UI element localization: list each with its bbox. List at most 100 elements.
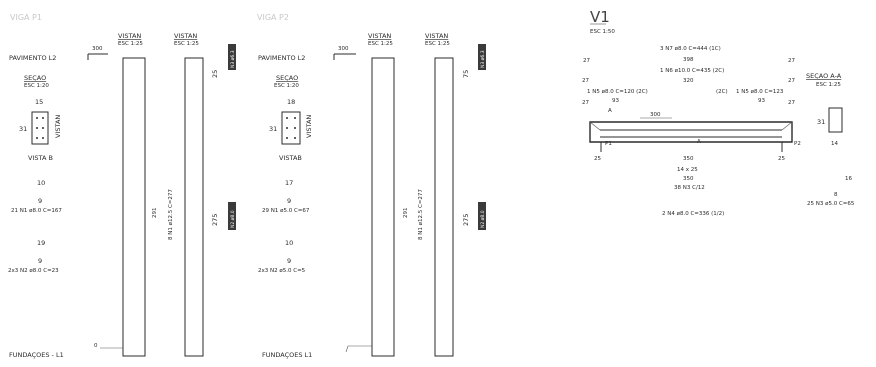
p1-tag-top-num: 25	[211, 70, 219, 78]
p2-vista1-scale: ESC 1:25	[368, 41, 393, 47]
beam-section-rect	[828, 107, 843, 133]
beam-right-bar: 1 N5 ø8.0 C=123	[736, 89, 784, 95]
svg-text:N3 ø6.3: N3 ø6.3	[230, 50, 236, 68]
beam-secao-w: 14	[831, 141, 838, 147]
p2-bar2: 2x3 N2 ø5.0 C=5	[258, 268, 306, 274]
p1-level-top-marker	[87, 53, 108, 60]
beam-secao-side: 31	[817, 118, 825, 126]
svg-text:N2 ø8.0: N2 ø8.0	[230, 210, 236, 228]
p1-mid-label: 8 N1 ø12.5 C=277	[168, 189, 174, 240]
p2-secao-title: SEÇAO	[276, 74, 298, 82]
header-middle: VIGA P2	[257, 13, 289, 22]
beam-secao-d: 16	[845, 176, 852, 182]
p1-tag-top	[228, 44, 236, 70]
p1-d2b: 9	[38, 257, 42, 265]
p2-tag-mid-num: 275	[462, 214, 470, 226]
p1-d2: 19	[37, 239, 45, 247]
p1-mid-num: 291	[152, 208, 158, 219]
p2-level-top-marker	[333, 53, 356, 60]
beam-stirrup-len: 350	[683, 176, 694, 182]
p1-vista2-title: VISTAN	[174, 32, 197, 40]
p1-tag-mid	[228, 202, 236, 230]
beam-stirrup-dim: 14 x 25	[677, 167, 698, 173]
beam-mid-len: 320	[683, 78, 694, 84]
p1-vista-bottom: VISTA B	[28, 154, 53, 162]
p2-vista-bottom: VISTAB	[279, 154, 302, 162]
p2-level-top: PAVIMENTO L2	[258, 54, 305, 62]
beam-elevation	[589, 121, 793, 143]
beam-d27f: 27	[788, 100, 795, 106]
p2-dim-top: 18	[287, 98, 295, 106]
p1-dim-side: 31	[19, 125, 27, 133]
p1-d1b: 9	[38, 197, 42, 205]
beam-title: V1	[590, 8, 610, 26]
p2-d2: 10	[285, 239, 293, 247]
p1-level-top: PAVIMENTO L2	[9, 54, 56, 62]
svg-text:N3 ø6.3: N3 ø6.3	[480, 50, 486, 68]
p1-tag-mid-num: 275	[211, 214, 219, 226]
svg-text:N2 ø8.0: N2 ø8.0	[480, 210, 486, 228]
p2-dim-side: 31	[269, 125, 277, 133]
beam-top-bar: 3 N7 ø8.0 C=444 (1C)	[660, 46, 721, 52]
p1-level-bottom-value: 0	[94, 343, 98, 349]
p2-tag-mid	[478, 202, 486, 230]
p1-d1: 10	[37, 179, 45, 187]
p2-d2b: 9	[287, 257, 291, 265]
p1-bar1: 21 N1 ø8.0 C=167	[11, 208, 62, 214]
beam-d93a: 93	[612, 98, 619, 104]
beam-d27a: 27	[583, 58, 590, 64]
p1-vista2-scale: ESC 1:25	[174, 41, 199, 47]
p2-vista1-title: VISTAN	[368, 32, 391, 40]
beam-stirrup-label: 38 N3 C/12	[674, 185, 705, 191]
beam-span-len: 300	[650, 112, 661, 118]
header-left: VIGA P1	[10, 13, 42, 22]
p2-mid-label: 8 N1 ø12.5 C=277	[418, 189, 424, 240]
beam-bot-len: 350	[683, 156, 694, 162]
beam-scale: ESC 1:50	[590, 29, 615, 35]
p1-level-top-value: 300	[92, 46, 103, 52]
beam-d93b: 93	[758, 98, 765, 104]
beam-d27c: 27	[582, 78, 589, 84]
beam-d27d: 27	[788, 78, 795, 84]
beam-cut-mid: A	[697, 139, 701, 145]
beam-secao-bar: 25 N3 ø5.0 C=65	[807, 201, 855, 207]
p2-vista-side: VISTAN	[305, 115, 313, 138]
p2-vista2-title: VISTAN	[425, 32, 448, 40]
p1-vista1-title: VISTAN	[118, 32, 141, 40]
p2-level-bottom: FUNDAÇOES L1	[262, 351, 312, 359]
p2-base-line	[345, 345, 372, 353]
p2-secao-scale: ESC 1:20	[274, 83, 299, 89]
p2-column-elevation-1	[371, 57, 395, 357]
p2-level-top-value: 300	[338, 46, 349, 52]
p2-column-elevation-2	[434, 57, 454, 357]
beam-top-len: 398	[683, 57, 694, 63]
p2-mid-num: 291	[403, 208, 409, 219]
p2-section-rect	[281, 111, 301, 145]
p2-vista2-scale: ESC 1:25	[425, 41, 450, 47]
beam-top-bar2: 1 N6 ø10.0 C=435 (2C)	[660, 68, 724, 74]
beam-secao-d2: 8	[834, 192, 838, 198]
p1-section-rect	[31, 111, 49, 145]
beam-right-bar-pre: (2C)	[716, 89, 728, 95]
p1-vista1-scale: ESC 1:25	[118, 41, 143, 47]
beam-d27b: 27	[788, 58, 795, 64]
p2-tag-top-num: 75	[462, 70, 470, 78]
p1-vista-side: VISTAN	[54, 115, 62, 138]
p1-column-elevation-2	[184, 57, 204, 357]
pilar-1-drawing: PAVIMENTO L2 300 VISTAN ESC 1:25 VISTAN …	[8, 32, 236, 359]
p1-secao-scale: ESC 1:20	[24, 83, 49, 89]
p1-secao-title: SEÇAO	[24, 74, 46, 82]
beam-sup-right: P2	[794, 141, 801, 147]
p2-bar1: 29 N1 ø5.0 C=67	[262, 208, 310, 214]
pilar-2-drawing: PAVIMENTO L2 300 VISTAN ESC 1:25 VISTAN …	[258, 32, 486, 359]
beam-left-bar: 1 N5 ø8.0 C=120 (2C)	[587, 89, 648, 95]
p2-d1: 17	[285, 179, 293, 187]
beam-d27e: 27	[582, 100, 589, 106]
p1-bar2: 2x3 N2 ø8.0 C=23	[8, 268, 59, 274]
beam-secao-scale: ESC 1:25	[816, 82, 841, 88]
p2-tag-top	[478, 44, 486, 70]
beam-d25a: 25	[594, 156, 601, 162]
p1-level-bottom: FUNDAÇOES - L1	[9, 351, 64, 359]
beam-bottom-bar: 2 N4 ø8.0 C=336 (1/2)	[662, 211, 724, 217]
